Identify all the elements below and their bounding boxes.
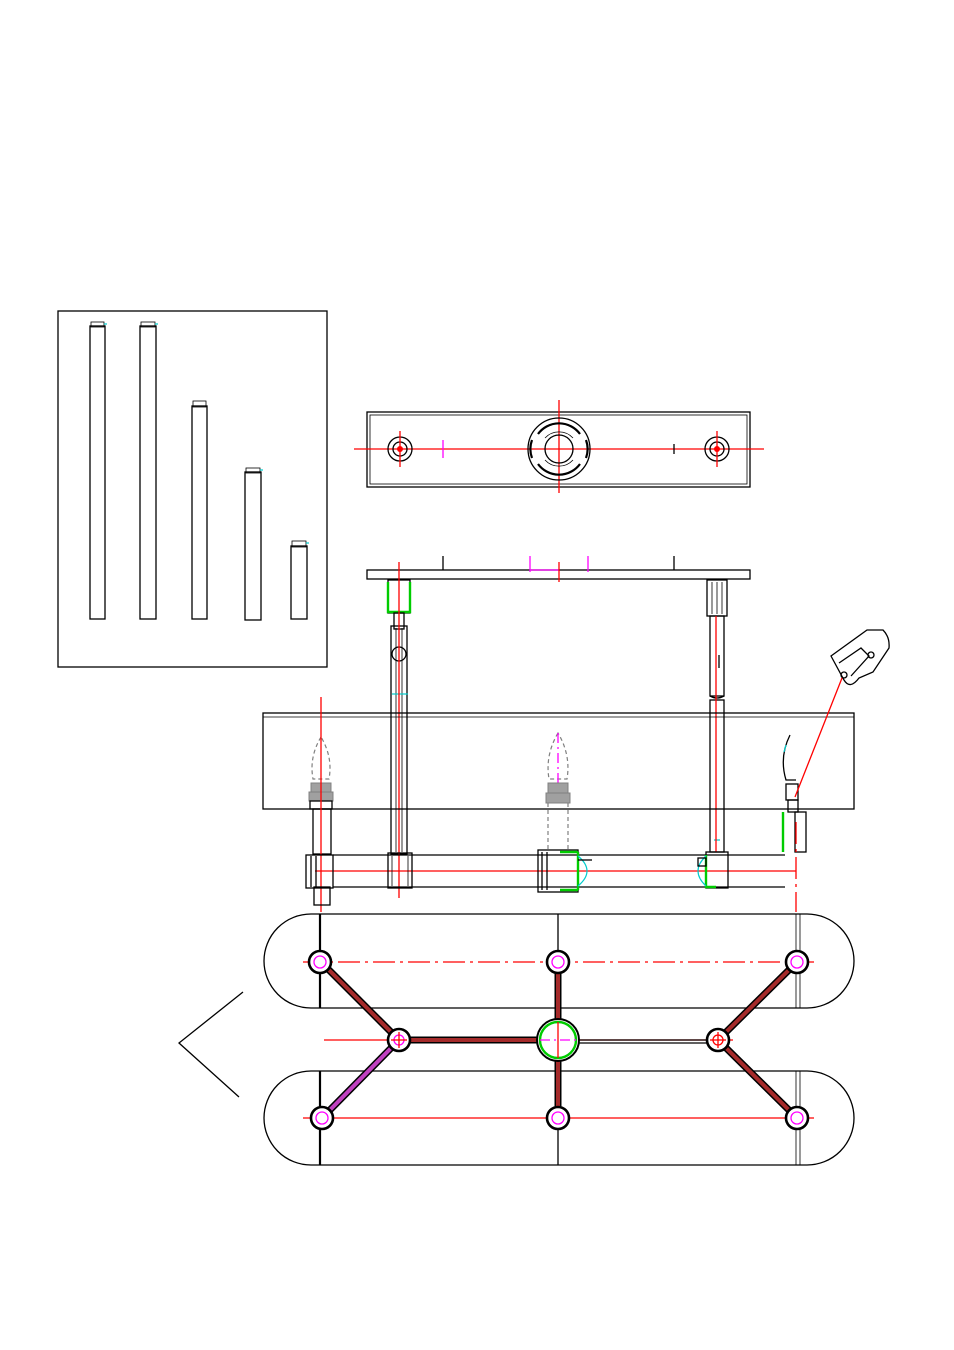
downrod-2 [140, 322, 158, 619]
front-elevation [263, 556, 854, 912]
right-joint [706, 852, 728, 888]
center-hub-plan [537, 1019, 579, 1061]
joint-left [388, 1029, 410, 1051]
joint-right [707, 1029, 729, 1051]
downrod-3 [192, 401, 207, 619]
downrod-4 [245, 468, 263, 620]
cup-top-right [786, 951, 808, 973]
horizontal-arm [306, 850, 796, 905]
detail-bracket [831, 630, 889, 685]
cup-bottom-left [311, 1107, 333, 1129]
left-candle-bulb [309, 697, 333, 912]
angle-bracket [179, 992, 243, 1097]
cup-top-left [309, 951, 331, 973]
right-downrod [707, 580, 727, 852]
left-downrod [388, 562, 410, 898]
downrod-5 [291, 541, 309, 619]
cup-bottom-center [547, 1107, 569, 1129]
parts-box [58, 311, 327, 667]
detail-leader [795, 678, 842, 797]
downrod-1 [90, 322, 107, 619]
cup-bottom-right [786, 1107, 808, 1129]
cup-top-center [547, 951, 569, 973]
center-candle-bulb [546, 733, 570, 850]
right-candle-bulb [783, 735, 806, 912]
canopy-top-view [354, 400, 764, 493]
plan-view [179, 914, 854, 1165]
